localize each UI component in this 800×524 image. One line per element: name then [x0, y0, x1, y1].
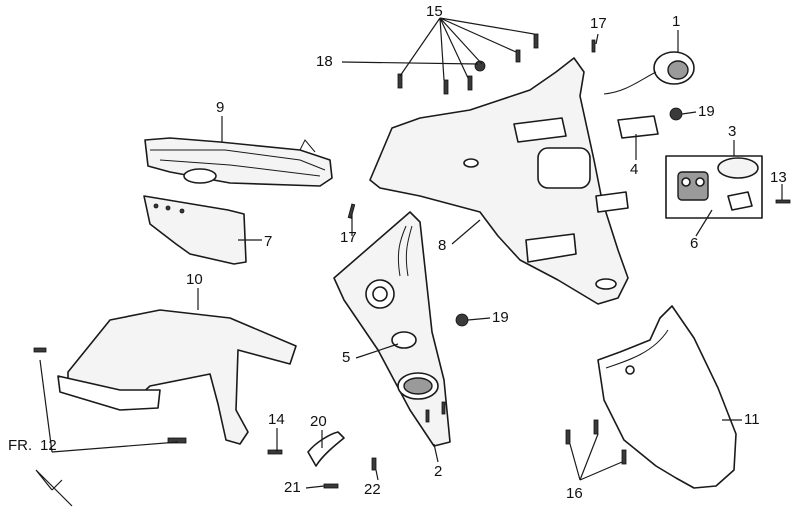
callout-2: 2 — [434, 463, 443, 480]
callout-12: 12 — [40, 437, 57, 454]
callout-1: 1 — [672, 13, 681, 30]
part-8-rear-fender — [369, 57, 629, 305]
callout-20: 20 — [310, 413, 327, 430]
callout-16: 16 — [566, 485, 583, 502]
leader-lines — [35, 17, 783, 507]
callout-10: 10 — [186, 271, 203, 288]
part-20-clip — [307, 431, 345, 467]
callout-18: 18 — [316, 53, 333, 70]
callout-19-top: 19 — [698, 103, 715, 120]
callout-17-mid: 17 — [340, 229, 357, 246]
part-4-reflector — [617, 115, 659, 139]
callout-4: 4 — [630, 161, 639, 178]
part-2-license-panel — [333, 211, 451, 447]
part-9-bracket-frame — [144, 137, 333, 187]
callout-9: 9 — [216, 99, 225, 116]
fasteners — [33, 33, 791, 489]
part-1-tail-lamp — [603, 51, 695, 95]
part-3-lamp-kit-box — [665, 155, 763, 219]
callout-15: 15 — [426, 3, 443, 20]
part-11-rear-cover — [597, 305, 737, 489]
callout-6: 6 — [690, 235, 699, 252]
callout-5: 5 — [342, 349, 351, 366]
callout-14: 14 — [268, 411, 285, 428]
callout-7: 7 — [264, 233, 273, 250]
callout-13: 13 — [770, 169, 787, 186]
callout-21: 21 — [284, 479, 301, 496]
callout-8: 8 — [438, 237, 447, 254]
part-7-mounting-plate — [143, 195, 247, 265]
callout-11: 11 — [744, 411, 760, 428]
callout-22: 22 — [364, 481, 381, 498]
direction-label: FR. — [8, 437, 33, 454]
callout-17-top: 17 — [590, 15, 607, 32]
callout-19-mid: 19 — [492, 309, 509, 326]
callout-3: 3 — [728, 123, 737, 140]
part-10-inner-fender — [57, 309, 297, 445]
